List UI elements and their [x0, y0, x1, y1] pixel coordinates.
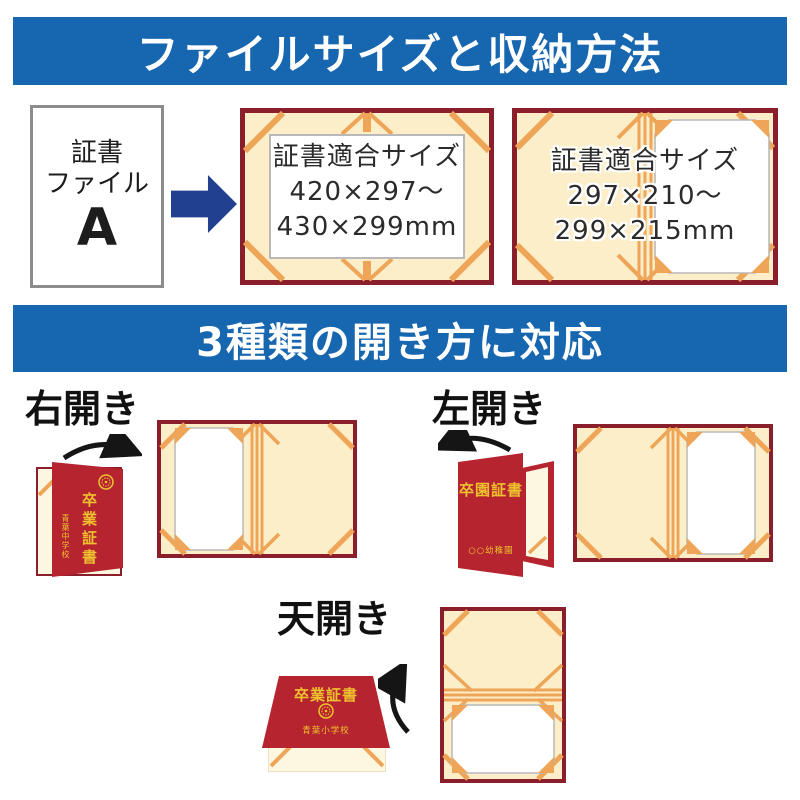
arrow-right-icon	[171, 175, 237, 233]
curve-arrow-up-icon	[378, 664, 410, 734]
opening-right-cover	[52, 462, 123, 577]
opening-left-open-folder	[573, 424, 773, 562]
banner-file-size-title: ファイルサイズと収納方法	[136, 29, 664, 79]
opening-left-back-cover	[522, 461, 554, 568]
opening-top-open-folder	[440, 607, 566, 783]
folder-a3-size-from: 420×297〜	[289, 177, 445, 207]
folder-a3-size-title: 証書適合サイズ	[272, 142, 462, 172]
certificate-file-a-box: 証書 ファイル A	[30, 105, 164, 288]
banner-openings: 3種類の開き方に対応	[13, 305, 787, 372]
file-box-line1: 証書	[70, 137, 123, 168]
folder-a3-size-to: 430×299mm	[276, 212, 458, 242]
folder-a4-size-text: 証書適合サイズ 297×210〜 299×215mm	[512, 144, 778, 249]
opening-right-label: 右開き	[25, 387, 140, 431]
banner-file-size: ファイルサイズと収納方法	[13, 17, 787, 85]
opening-top-cover-school: 青葉小学校	[302, 726, 350, 736]
opening-left-cover-title: 卒園証書	[458, 481, 523, 499]
folder-a4-size-to: 299×215mm	[554, 216, 736, 246]
folder-a4-size-title: 証書適合サイズ	[550, 146, 740, 176]
opening-left-cover	[458, 453, 523, 577]
gold-seal-icon	[318, 703, 334, 719]
folder-a4-illustration	[512, 108, 778, 285]
folder-a3-illustration	[240, 108, 494, 285]
banner-openings-title: 3種類の開き方に対応	[196, 319, 604, 366]
opening-right-open-folder	[157, 420, 357, 558]
opening-top-cover-title: 卒業証書	[293, 686, 358, 704]
curve-arrow-left-icon	[438, 430, 512, 453]
file-box-line3: A	[76, 197, 118, 258]
folder-a3-size-text: 証書適合サイズ 420×297〜 430×299mm	[240, 140, 494, 245]
file-box-line2: ファイル	[44, 168, 149, 199]
opening-top-back-page	[268, 744, 386, 772]
opening-left-label: 左開き	[432, 387, 547, 431]
opening-top-label: 天開き	[277, 597, 392, 641]
folder-a4-size-from: 297×210〜	[567, 181, 723, 211]
opening-right-cover-title: 卒業証書	[80, 492, 98, 568]
opening-right-cover-school: 青葉中学校	[61, 514, 70, 559]
gold-seal-icon	[98, 474, 114, 490]
curve-arrow-right-icon	[62, 434, 142, 461]
opening-left-cover-school: ○○幼稚園	[468, 546, 514, 556]
